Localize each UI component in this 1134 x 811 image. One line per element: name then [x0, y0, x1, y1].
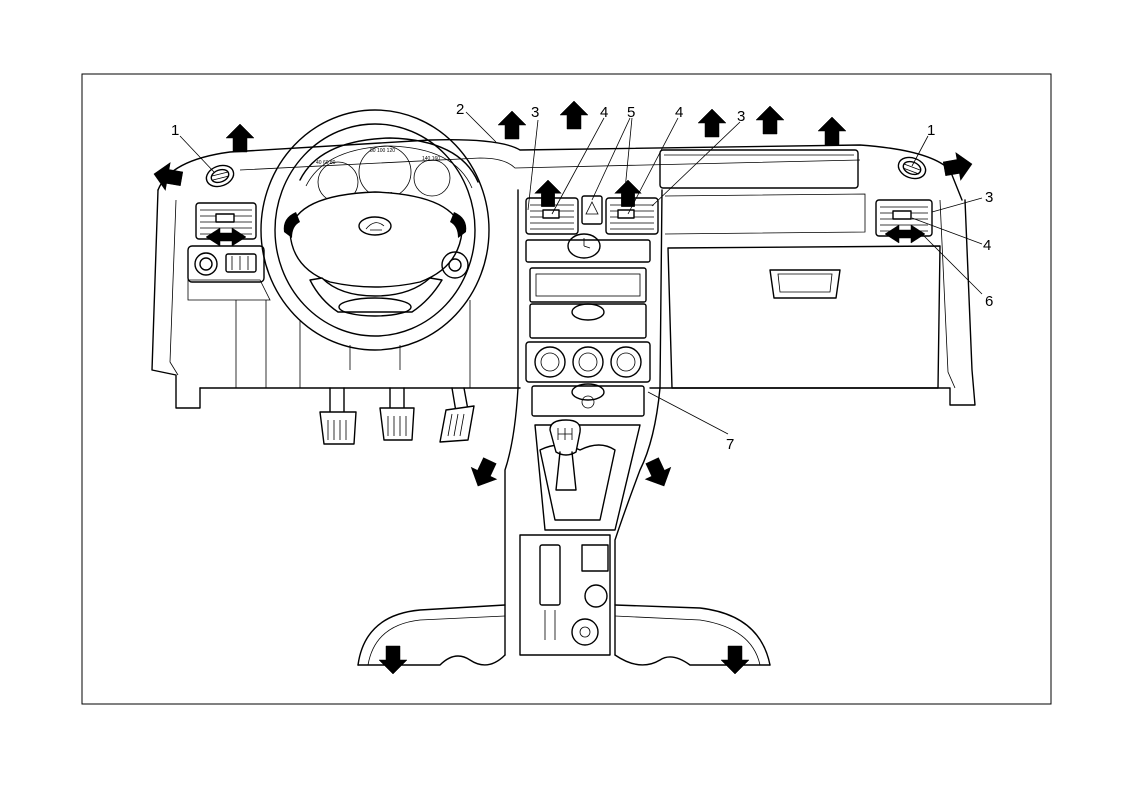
airflow-arrow-icon	[942, 150, 974, 182]
airflow-arrow-icon	[560, 101, 588, 129]
airflow-arrow-icon	[498, 111, 526, 139]
callout-6: 6	[985, 293, 993, 310]
airflow-arrow-icon	[615, 180, 642, 207]
svg-text:40 60 80: 40 60 80	[316, 160, 336, 166]
side-vent-right	[895, 154, 928, 182]
callout-1-right: 1	[927, 122, 935, 139]
airflow-arrow-icon	[206, 228, 246, 246]
airflow-arrow-icon	[756, 106, 784, 134]
svg-text:140 160: 140 160	[422, 156, 440, 162]
airflow-arrow-icon	[885, 225, 925, 243]
callout-4-b: 4	[675, 104, 683, 121]
airflow-arrow-icon	[152, 160, 184, 192]
light-switch-block	[188, 246, 264, 282]
airflow-arrow-icon	[818, 117, 846, 145]
floor-outline	[358, 605, 770, 665]
airflow-arrow-icon	[379, 646, 407, 674]
svg-text:80 100 120: 80 100 120	[370, 148, 395, 154]
callout-1-left: 1	[171, 122, 179, 139]
callout-7: 7	[726, 436, 734, 453]
callout-3-b: 3	[737, 108, 745, 125]
center-console	[505, 190, 662, 655]
pedals	[320, 388, 474, 444]
figure-frame	[82, 74, 1051, 704]
callout-5: 5	[627, 104, 635, 121]
airflow-arrow-icon	[465, 455, 502, 492]
hazard-switch	[582, 196, 602, 224]
callout-4-a: 4	[600, 104, 608, 121]
airflow-arrow-icon	[698, 109, 726, 137]
airflow-arrow-icon	[721, 646, 749, 674]
callout-2: 2	[456, 101, 464, 118]
callout-3-c: 3	[985, 189, 993, 206]
callout-4-c: 4	[983, 237, 991, 254]
airflow-arrow-icon	[226, 124, 254, 152]
airflow-arrow-icon	[535, 180, 562, 207]
callout-3-a: 3	[531, 104, 539, 121]
